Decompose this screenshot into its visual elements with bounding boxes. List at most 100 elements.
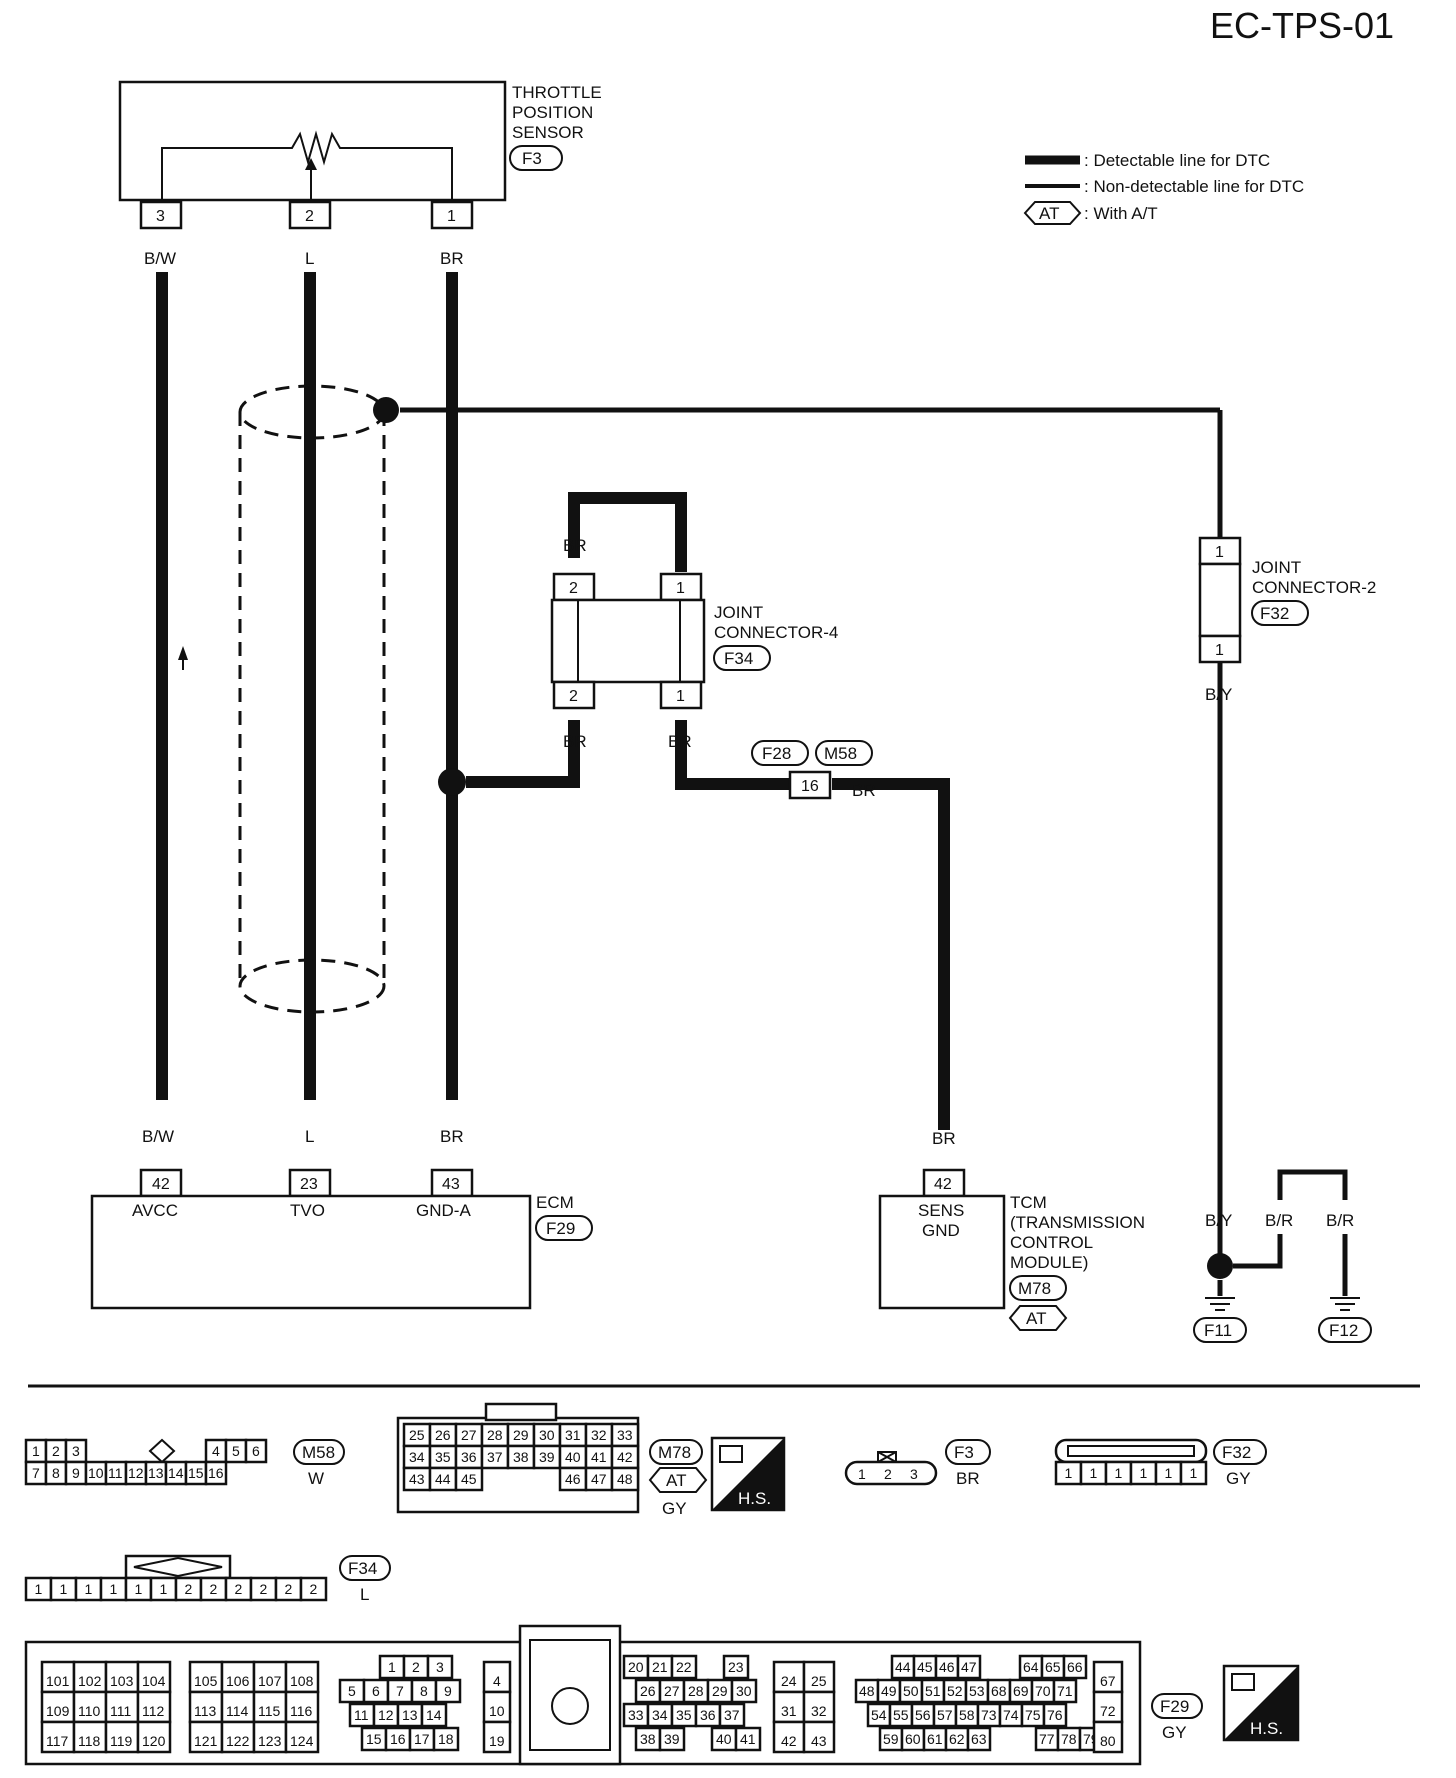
f29-pin: 29 [712,1683,728,1699]
f3-color: BR [956,1469,980,1488]
m78-pin: 42 [617,1449,633,1465]
f29-pin: 32 [811,1703,827,1719]
m58-pin: 15 [188,1465,204,1481]
f29-pin: 104 [142,1673,166,1689]
f34-pin: 2 [260,1581,268,1597]
inline-pin: 16 [801,778,819,795]
connector-view-id: M58 [302,1443,335,1462]
ecm-wire-br: BR [440,1127,464,1146]
jc2-bottom-pin: 1 [1215,642,1224,659]
f29-pin: 16 [390,1731,406,1747]
f29-pin: 33 [628,1707,644,1723]
f32-pin: 1 [1190,1465,1198,1481]
tps-wire-bw: B/W [144,249,176,268]
m78-pin: 29 [513,1427,529,1443]
m78-pin: 31 [565,1427,581,1443]
tcm-name-1: TCM [1010,1193,1047,1212]
f29-pin: 74 [1003,1707,1019,1723]
tcm-at: AT [1026,1309,1046,1328]
tps-pin-1: 1 [447,208,456,225]
m58-pin: 4 [212,1443,220,1459]
f29-pin: 20 [628,1659,644,1675]
m58-pin: 16 [208,1465,224,1481]
f29-pin: 65 [1045,1659,1061,1675]
tcm-name-3: CONTROL [1010,1233,1093,1252]
f29-pin: 72 [1100,1703,1116,1719]
f29-pin: 13 [402,1707,418,1723]
wire-gnd-to-jc4 [466,720,580,788]
f29-pin: 124 [290,1733,314,1749]
jc2-top-pin: 1 [1215,544,1224,561]
jc2-connector-id: F32 [1260,604,1289,623]
m78-pin: 47 [591,1471,607,1487]
throttle-position-sensor: THROTTLE POSITION SENSOR F3 3 2 1 B/W L … [118,80,602,268]
f29-pin: 17 [414,1731,430,1747]
hs-icon [712,1438,784,1510]
f29-pin: 71 [1057,1683,1073,1699]
f29-pin: 78 [1061,1731,1077,1747]
m58-pin: 11 [108,1465,123,1481]
f29-pin: 49 [881,1683,897,1699]
f34-pin: 2 [310,1581,318,1597]
f29-pin: 26 [640,1683,656,1699]
ground-section: B/Y B/R B/R F11 F12 [1193,1169,1372,1343]
f29-pin: 18 [438,1731,454,1747]
legend-with-at-text: : With A/T [1084,204,1158,223]
wire-inline-to-tcm [832,778,950,1130]
joint-connector-4: BR 2 1 2 1 BR BR JOINT CONNECTOR-4 F34 [550,536,838,751]
jc4-name-2: CONNECTOR-4 [714,623,838,642]
connector-view-id: F29 [1160,1697,1189,1716]
f34-pin: 2 [235,1581,243,1597]
f34-pin: 2 [210,1581,218,1597]
f29-pin: 62 [949,1731,965,1747]
lock-key-icon [148,1438,176,1464]
f29-pin: 108 [290,1673,314,1689]
m78-pin: 45 [461,1471,477,1487]
signal-arrow-icon [178,646,188,660]
inline-connector-a: F28 [762,744,791,763]
f29-pin: 77 [1039,1731,1055,1747]
legend-detectable-text: : Detectable line for DTC [1084,151,1270,170]
f29-pin: 109 [46,1703,70,1719]
f34-pin: 1 [135,1581,143,1597]
legend-non-detectable-text: : Non-detectable line for DTC [1084,177,1304,196]
f29-pin: 11 [354,1707,369,1723]
wires [156,272,1223,1262]
tps-name-3: SENSOR [512,123,584,142]
f29-pin: 56 [915,1707,931,1723]
f29-pin: 116 [290,1703,313,1719]
tcm-name-2: (TRANSMISSION [1010,1213,1145,1232]
f29-pin: 80 [1100,1733,1116,1749]
jc4-name-1: JOINT [714,603,763,622]
m78-pin: 41 [591,1449,607,1465]
f29-pin: 114 [226,1703,249,1719]
f32-pin: 1 [1140,1465,1148,1481]
f29-pin: 59 [883,1731,899,1747]
gnd-splice [438,768,466,796]
tcm-connector-id: M78 [1018,1279,1051,1298]
f29-pin: 50 [903,1683,919,1699]
f29-pin: 103 [110,1673,134,1689]
jc4-bottom-pin-2: 2 [569,688,578,705]
f32-pin: 1 [1115,1465,1123,1481]
f29-pin: 31 [781,1703,797,1719]
tcm-terminal-1: SENS [918,1201,964,1220]
f29-pin: 4 [493,1673,501,1689]
tps-wire-br: BR [440,249,464,268]
f29-pin: 28 [688,1683,704,1699]
f29-pin: 122 [226,1733,250,1749]
connector-face-icon [719,1445,743,1463]
jc4-bottom-wire-right: BR [668,732,692,751]
ground-point-f12: F12 [1329,1321,1358,1340]
f29-pin: 38 [640,1731,656,1747]
f29-pin: 48 [859,1683,875,1699]
page-title: EC-TPS-01 [1210,5,1394,46]
shield-bottom [238,958,386,1014]
legend-at-symbol: AT [1039,204,1059,223]
connector-view-id: F32 [1222,1443,1251,1462]
hs-icon [1224,1666,1298,1740]
ecm-pin-23: 23 [300,1176,318,1193]
m58-color: W [308,1469,324,1488]
